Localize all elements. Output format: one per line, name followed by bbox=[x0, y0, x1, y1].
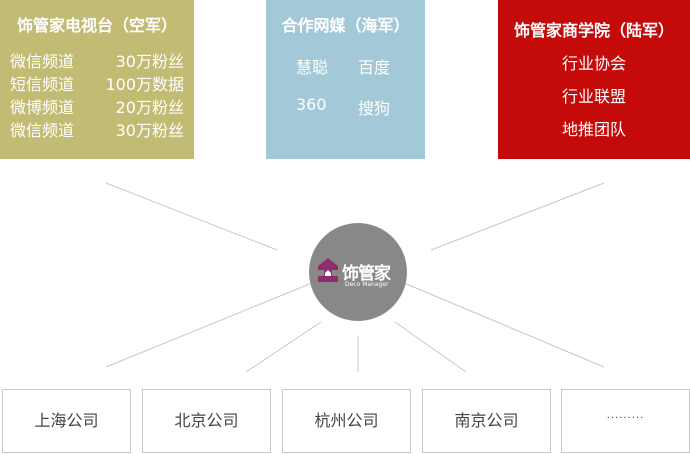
link-right-mid bbox=[403, 282, 605, 368]
channel-row: 微博频道 20万粉丝 bbox=[10, 94, 190, 117]
partner-item: 360 bbox=[296, 95, 327, 114]
link-hangzhou bbox=[394, 321, 467, 373]
business-school-title: 饰管家商学院（陆军） bbox=[513, 21, 674, 40]
channel-value: 30万粉丝 bbox=[115, 52, 184, 71]
school-item: 地推团队 bbox=[561, 120, 626, 139]
channel-value: 100万数据 bbox=[105, 75, 184, 94]
channel-label: 微博频道 bbox=[10, 98, 75, 117]
branch-hangzhou: 杭州公司 bbox=[282, 389, 411, 453]
channel-value: 20万粉丝 bbox=[115, 98, 184, 117]
channel-row: 微信频道 30万粉丝 bbox=[10, 117, 190, 140]
channel-label: 微信频道 bbox=[10, 121, 75, 140]
partner-media-title: 合作网媒（海军） bbox=[281, 16, 410, 35]
center-logo: 饰管家 Deco Manager bbox=[309, 223, 407, 321]
channel-label: 短信频道 bbox=[10, 75, 75, 94]
logo-name: 饰管家 bbox=[342, 264, 391, 284]
branch-beijing: 北京公司 bbox=[142, 389, 271, 453]
branch-nanjing: 南京公司 bbox=[422, 389, 551, 453]
logo-name-en: Deco Manager bbox=[345, 281, 389, 288]
tv-station-box: 饰管家电视台（空军） 微信频道 30万粉丝 短信频道 100万数据 微博频道 2… bbox=[0, 0, 194, 159]
link-left-mid bbox=[105, 282, 313, 368]
tv-station-title: 饰管家电视台（空军） bbox=[16, 16, 177, 35]
link-air bbox=[105, 182, 278, 251]
branch-shanghai: 上海公司 bbox=[2, 389, 131, 453]
link-shanghai bbox=[245, 321, 322, 373]
partner-item: 搜狗 bbox=[358, 99, 391, 118]
branch-more: ········· bbox=[561, 389, 690, 453]
partner-item: 慧聪 bbox=[296, 58, 329, 77]
house-hand-logo-icon bbox=[318, 258, 338, 282]
school-item: 行业协会 bbox=[561, 54, 626, 73]
school-item: 行业联盟 bbox=[561, 87, 626, 106]
partner-media-box: 合作网媒（海军） 慧聪 百度 360 搜狗 bbox=[266, 0, 425, 159]
channel-row: 短信频道 100万数据 bbox=[10, 71, 190, 94]
partner-item: 百度 bbox=[358, 58, 391, 77]
channel-label: 微信频道 bbox=[10, 52, 75, 71]
link-land bbox=[430, 182, 605, 251]
channel-row: 微信频道 30万粉丝 bbox=[10, 48, 190, 71]
channel-value: 30万粉丝 bbox=[115, 121, 184, 140]
business-school-box: 饰管家商学院（陆军） 行业协会 行业联盟 地推团队 bbox=[498, 0, 690, 159]
